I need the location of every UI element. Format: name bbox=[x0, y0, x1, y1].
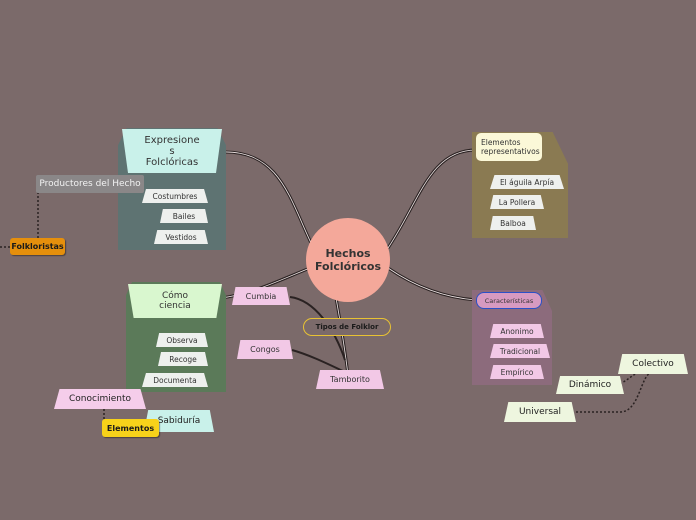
ciencia-title-line1: Cómo bbox=[161, 291, 189, 301]
recoge-node[interactable]: Recoge bbox=[158, 352, 208, 366]
connector-tipos-congos bbox=[291, 349, 346, 373]
sabiduria-node[interactable]: Sabiduría bbox=[144, 410, 214, 432]
connector-center-caracteristicas bbox=[387, 266, 477, 302]
ciencia-title-line2: ciencia bbox=[159, 301, 191, 311]
observa-node[interactable]: Observa bbox=[156, 333, 208, 347]
caracteristicas-node[interactable]: Características bbox=[476, 292, 542, 309]
vestidos-node[interactable]: Vestidos bbox=[154, 230, 208, 244]
tipos-de-folklor-node[interactable]: Tipos de Folklor bbox=[303, 318, 391, 336]
connector-universal-colectivo bbox=[576, 371, 653, 413]
tradicional-node[interactable]: Tradicional bbox=[490, 344, 550, 358]
balboa-node[interactable]: Balboa bbox=[490, 216, 536, 230]
anonimo-node[interactable]: Anonimo bbox=[490, 324, 544, 338]
dinamico-node[interactable]: Dinámico bbox=[556, 376, 624, 394]
elementos-representativos-node[interactable]: Elementos representativos bbox=[476, 133, 542, 161]
elementos-tag[interactable]: Elementos bbox=[102, 419, 159, 437]
documenta-node[interactable]: Documenta bbox=[142, 373, 208, 387]
tamborito-node[interactable]: Tamborito bbox=[316, 370, 384, 389]
center-title-line1: Hechos bbox=[325, 247, 371, 260]
la-pollera-node[interactable]: La Pollera bbox=[490, 195, 544, 209]
center-title-line2: Folclóricos bbox=[314, 260, 382, 273]
colectivo-node[interactable]: Colectivo bbox=[618, 354, 688, 374]
elementos-title-line1: Elementos bbox=[481, 138, 521, 147]
aguila-arpia-node[interactable]: El águila Arpía bbox=[490, 175, 564, 189]
hechos-folcloricos-center[interactable]: Hechos Folclóricos bbox=[306, 218, 390, 302]
expresiones-title-line2: s bbox=[169, 145, 175, 157]
expresiones-title-line1: Expresione bbox=[144, 134, 200, 146]
costumbres-node[interactable]: Costumbres bbox=[142, 189, 208, 203]
conocimiento-node[interactable]: Conocimiento bbox=[54, 389, 146, 409]
folkloristas-tag[interactable]: Folkloristas bbox=[10, 238, 65, 255]
cumbia-node[interactable]: Cumbia bbox=[232, 287, 290, 305]
expresiones-folcloricas-node[interactable]: Expresione s Folclóricas bbox=[122, 129, 222, 173]
universal-node[interactable]: Universal bbox=[504, 402, 576, 422]
productores-node[interactable]: Productores del Hecho bbox=[36, 175, 144, 193]
empirico-node[interactable]: Empírico bbox=[490, 365, 544, 379]
como-ciencia-node[interactable]: Cómo ciencia bbox=[128, 284, 222, 318]
elementos-title-line2: representativos bbox=[481, 147, 540, 156]
expresiones-title-line3: Folclóricas bbox=[145, 156, 199, 168]
bailes-node[interactable]: Bailes bbox=[160, 209, 208, 223]
connector-center-elementos bbox=[386, 148, 477, 249]
congos-node[interactable]: Congos bbox=[237, 340, 293, 359]
